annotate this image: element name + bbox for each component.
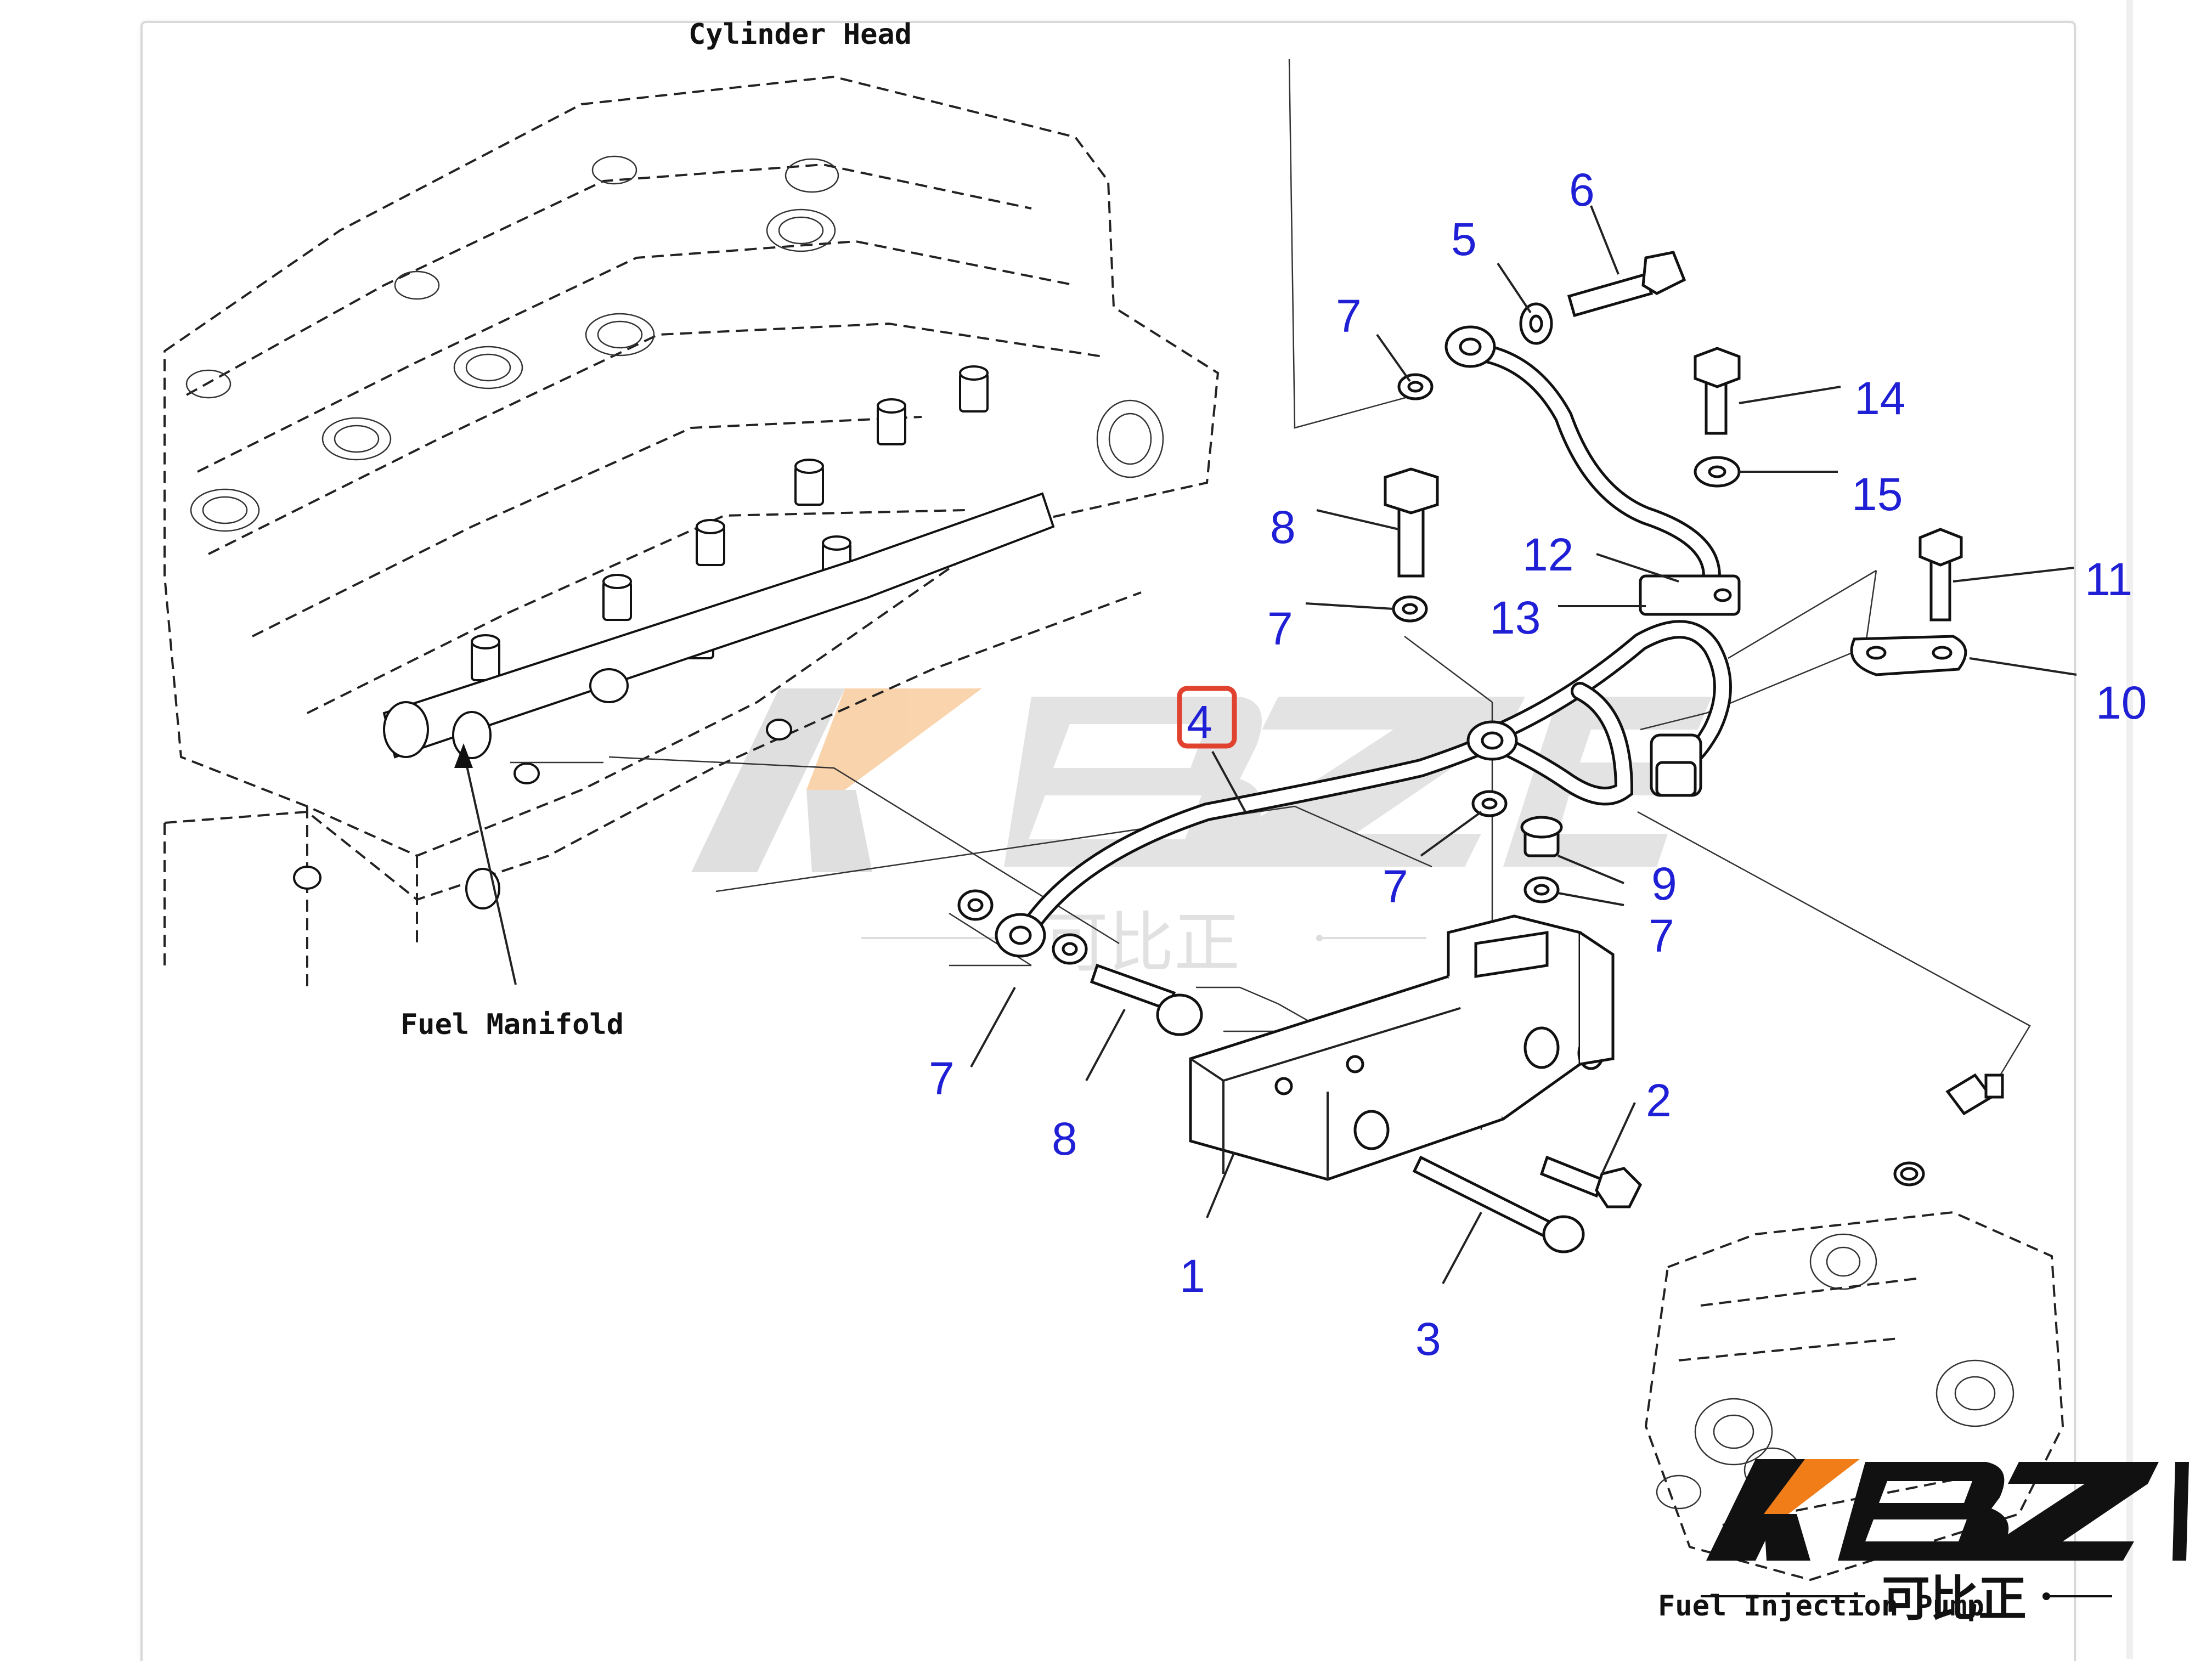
callout-leaders [454, 205, 2077, 1284]
small-parts [957, 251, 2004, 1253]
callout-10[interactable]: 10 [2096, 677, 2147, 728]
logo-chinese-text: 可比正 [1882, 1570, 2027, 1627]
callout-8-b[interactable]: 8 [1052, 1113, 1077, 1165]
callout-7-b[interactable]: 7 [1267, 603, 1293, 654]
callout-4[interactable]: 4 [1187, 696, 1212, 748]
callout-5[interactable]: 5 [1451, 213, 1477, 265]
fuel-manifold-label: Fuel Manifold [400, 1008, 624, 1041]
callout-6[interactable]: 6 [1569, 164, 1595, 216]
callout-15[interactable]: 15 [1852, 468, 1903, 520]
guide-lines [510, 59, 2031, 1130]
cylinder-head-drawing [163, 75, 1220, 987]
kbze-logo: 可比正 [1701, 1459, 2189, 1627]
callout-9[interactable]: 9 [1651, 858, 1677, 909]
callout-2[interactable]: 2 [1646, 1075, 1672, 1126]
callout-7-d[interactable]: 7 [1649, 910, 1674, 962]
callout-11[interactable]: 11 [2085, 553, 2132, 605]
callout-13[interactable]: 13 [1489, 592, 1541, 643]
callout-12[interactable]: 12 [1522, 529, 1573, 580]
callout-8-a[interactable]: 8 [1270, 501, 1296, 553]
callout-3[interactable]: 3 [1415, 1313, 1441, 1365]
callout-1[interactable]: 1 [1180, 1250, 1205, 1302]
scrollbar[interactable] [2126, 0, 2133, 1659]
bracket-part-1 [1189, 914, 1615, 1181]
cylinder-head-label: Cylinder Head [689, 18, 912, 51]
callout-7-e[interactable]: 7 [929, 1053, 955, 1104]
highlight-box [1177, 686, 1237, 749]
callout-7-c[interactable]: 7 [1383, 861, 1408, 912]
fuel-pipes [995, 325, 1741, 958]
callout-7-a[interactable]: 7 [1336, 290, 1362, 342]
callout-14[interactable]: 14 [1854, 372, 1905, 424]
